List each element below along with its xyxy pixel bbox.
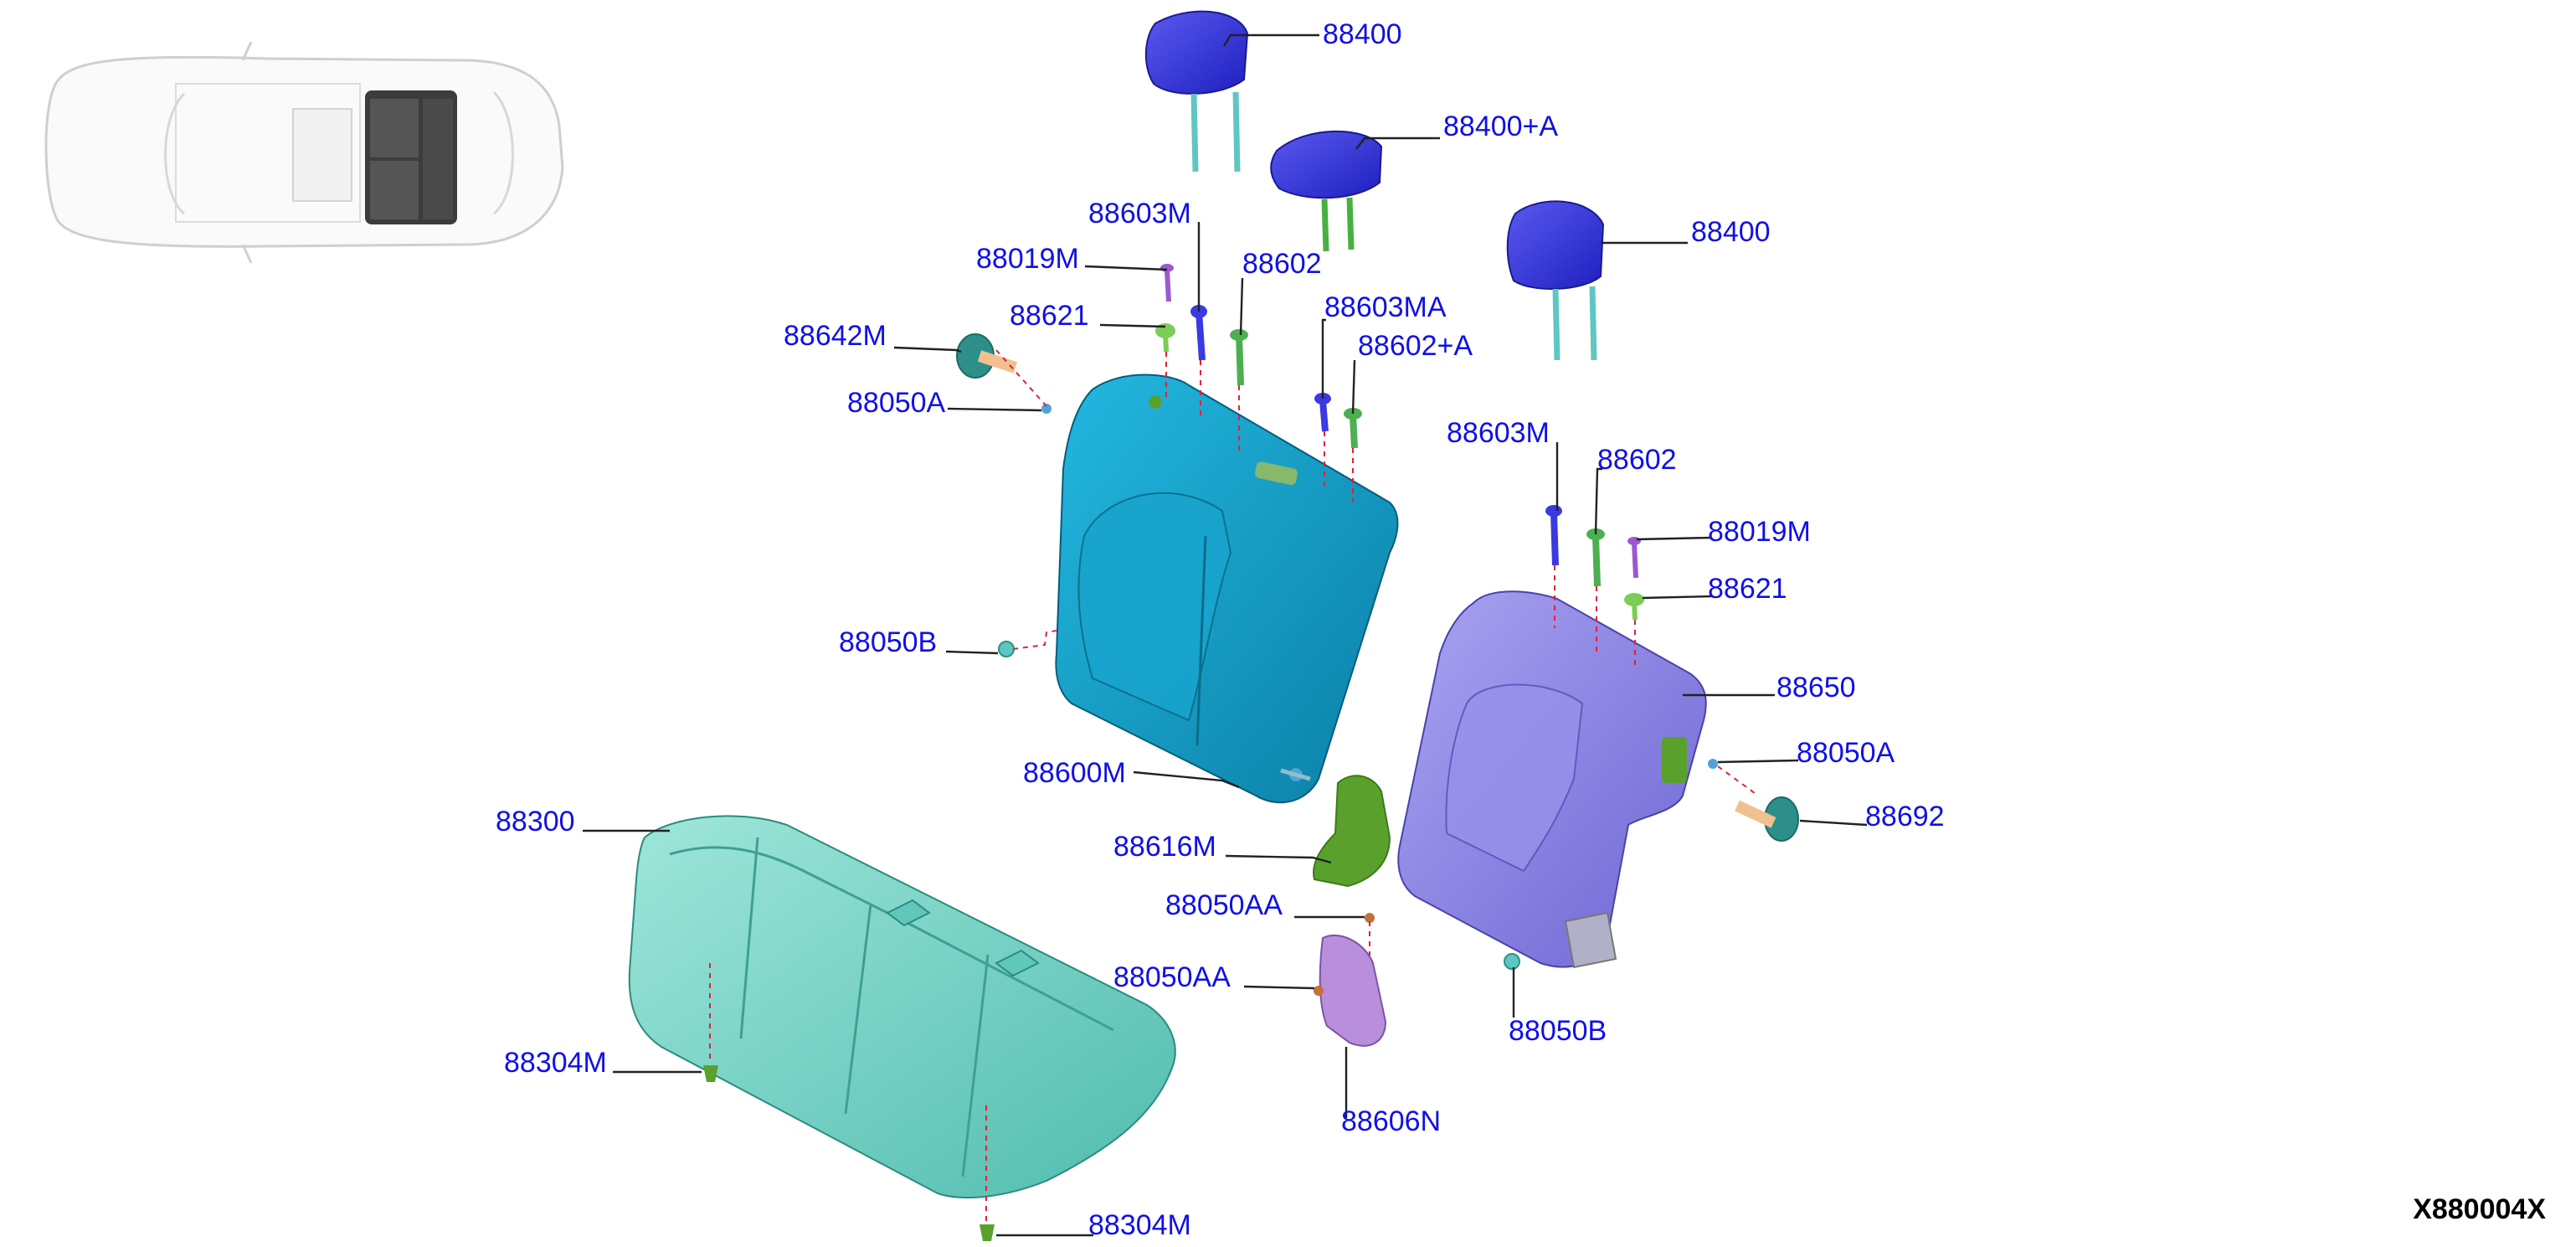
clip-cushion-left-part xyxy=(703,1065,718,1082)
clip-left-part xyxy=(1155,323,1175,353)
leader-lines xyxy=(583,33,1868,1237)
clip-cushion-bottom-part xyxy=(979,1224,995,1241)
seatback-left-part xyxy=(1055,374,1399,804)
bolt-a-right-part xyxy=(1708,759,1718,769)
bolt-b-left-part xyxy=(998,641,1015,657)
label-bolt-a-right: 88050A xyxy=(1797,737,1895,769)
label-headrest-center: 88400 xyxy=(1323,18,1402,50)
label-clip-cushion-left: 88304M xyxy=(504,1047,607,1079)
label-seatback-left: 88600M xyxy=(1023,757,1126,789)
guide-lock-left-part xyxy=(1230,329,1248,386)
seatback-right-part xyxy=(1397,590,1707,969)
label-hinge-cover-right: 88692 xyxy=(1865,801,1945,832)
label-cushion: 88300 xyxy=(496,806,575,837)
label-bolt-b-left: 88050B xyxy=(839,626,938,658)
label-bolt-aa-lower: 88050AA xyxy=(1113,961,1231,993)
cushion-part xyxy=(628,815,1176,1198)
label-clip-cushion-bottom: 88304M xyxy=(1088,1209,1191,1241)
label-hinge-cover-left: 88642M xyxy=(784,320,887,352)
label-clip-left: 88621 xyxy=(1010,300,1089,332)
label-guide-a-left: 88603MA xyxy=(1324,291,1447,323)
label-bolt-a-left: 88050A xyxy=(847,387,946,419)
label-plug-right: 88019M xyxy=(1708,516,1811,548)
clip-right-part xyxy=(1624,593,1644,621)
label-seatback-right: 88650 xyxy=(1776,672,1856,703)
label-guide-lock-right: 88602 xyxy=(1597,444,1677,476)
guide-lock-a-left-part xyxy=(1344,408,1362,449)
car-top-view-icon xyxy=(44,41,564,264)
label-bracket-lower: 88606N xyxy=(1341,1105,1442,1137)
diagram-code: X880004X xyxy=(2413,1193,2546,1225)
label-guide-lock-left: 88602 xyxy=(1242,248,1322,280)
guide-lock-right-part xyxy=(1586,528,1605,587)
plug-right-part xyxy=(1627,537,1641,579)
label-headrest-left: 88400+A xyxy=(1443,111,1559,142)
label-guide-upper-left: 88603M xyxy=(1088,198,1191,229)
bolt-b-right-part xyxy=(1504,953,1520,970)
label-bolt-aa-upper: 88050AA xyxy=(1165,889,1283,921)
headrest-right-part xyxy=(1506,200,1605,361)
hinge-cover-right-part xyxy=(1735,796,1799,842)
guide-upper-left-part xyxy=(1190,305,1207,361)
label-guide-upper-right: 88603M xyxy=(1447,417,1550,449)
headrest-center-part xyxy=(1144,10,1249,173)
bolt-aa-lower-part xyxy=(1314,986,1324,996)
label-clip-right: 88621 xyxy=(1708,573,1787,605)
label-headrest-right: 88400 xyxy=(1691,216,1771,248)
headrest-left-part xyxy=(1270,130,1383,252)
label-plug-left: 88019M xyxy=(976,243,1079,275)
hinge-cover-left-part xyxy=(956,333,1017,379)
label-bracket-upper: 88616M xyxy=(1113,831,1216,863)
bracket-upper-part xyxy=(1313,775,1391,888)
label-bolt-b-right: 88050B xyxy=(1509,1015,1607,1047)
guide-upper-right-part xyxy=(1545,505,1562,566)
bolt-aa-upper-part xyxy=(1365,913,1375,923)
label-guide-lock-a-left: 88602+A xyxy=(1358,330,1473,362)
bracket-lower-part xyxy=(1319,934,1387,1047)
bolt-a-left-part xyxy=(1041,404,1051,414)
